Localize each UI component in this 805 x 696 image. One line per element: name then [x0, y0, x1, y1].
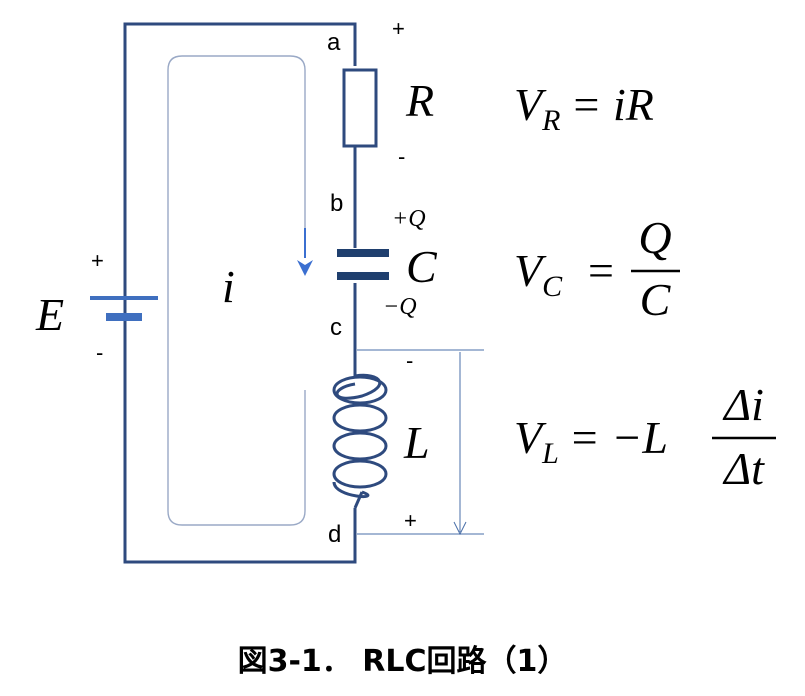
battery-short-plate	[106, 313, 142, 321]
capacitor-label: C	[406, 241, 438, 292]
capacitor-plate-bottom	[337, 272, 389, 280]
current-label: i	[222, 261, 235, 312]
circuit-wire	[123, 22, 357, 564]
capacitor-plate-top	[337, 249, 389, 257]
charge-minus-label: −Q	[383, 294, 417, 320]
battery-plus-sign: +	[91, 248, 104, 273]
svg-text:Δi: Δi	[722, 379, 764, 430]
svg-text:Q: Q	[638, 212, 671, 263]
svg-text:VL= −L: VL= −L	[514, 412, 668, 470]
svg-text:=: =	[588, 245, 614, 296]
node-a-label: a	[327, 29, 341, 56]
dimension-arrow-icon	[453, 521, 467, 536]
inductor-minus-sign: -	[406, 348, 413, 373]
battery-minus-sign: -	[96, 340, 103, 365]
inductor-plus-sign: +	[404, 508, 417, 533]
resistor-label: R	[405, 75, 434, 126]
figure-caption: 図3-1． RLC回路（1）	[237, 644, 568, 679]
svg-text:Δt: Δt	[722, 443, 765, 494]
equation-vr: VR= iR	[514, 79, 654, 137]
current-loop	[167, 55, 306, 526]
battery-long-plate	[90, 296, 158, 300]
resistor-plus-sign: +	[392, 16, 405, 41]
equation-vl: VL= −L Δi Δt	[514, 379, 776, 494]
svg-text:C: C	[640, 274, 672, 325]
emf-label: E	[35, 289, 64, 340]
node-c-label: c	[330, 314, 342, 341]
equation-vc: VC = Q C	[514, 212, 680, 325]
charge-plus-label: +Q	[392, 206, 426, 232]
node-d-label: d	[328, 521, 341, 548]
resistor-minus-sign: -	[398, 144, 405, 169]
resistor-symbol	[342, 68, 378, 148]
current-arrow-icon	[297, 260, 313, 276]
inductor-label: L	[403, 417, 430, 468]
inductor-coil	[332, 373, 388, 509]
node-b-label: b	[330, 190, 343, 217]
svg-text:VR= iR: VR= iR	[514, 79, 654, 137]
svg-text:VC: VC	[514, 245, 563, 303]
